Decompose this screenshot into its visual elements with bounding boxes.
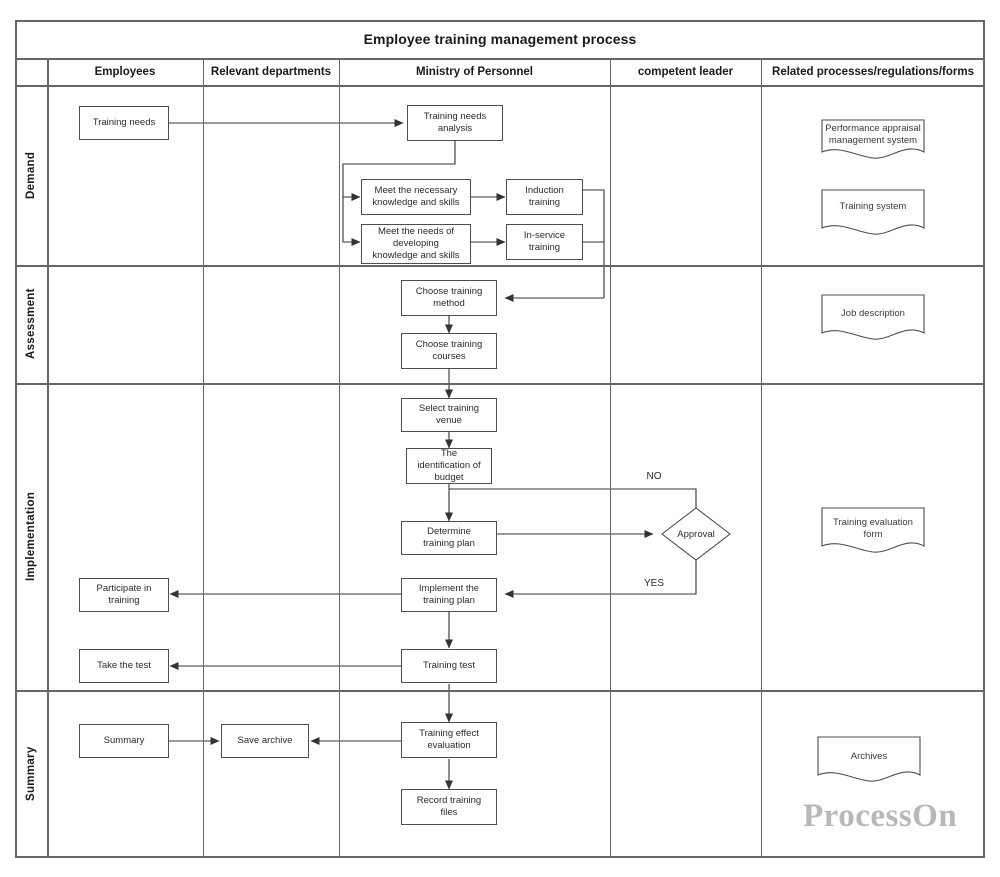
edge-approval-yes [504,550,697,598]
rule-lane-implementation-bottom [15,690,985,692]
node-summary[interactable]: Summary [79,724,169,758]
node-approval-label[interactable]: Approval [677,528,715,540]
document-shape-training-system [821,189,925,235]
diagram-frame [15,20,985,858]
rule-departments-right [339,58,340,858]
document-shape-job-description [821,294,925,340]
approval-decision-shape [661,507,731,561]
node-save-archive[interactable]: Save archive [221,724,309,758]
page-title: Employee training management process [363,31,637,47]
rule-lane-demand-bottom [15,265,985,267]
edge-label-yes: YES [643,577,664,589]
lane-label-implementation: Implementation [25,491,37,582]
node-training-needs[interactable]: Training needs [79,106,169,140]
rule-lane-assessment-bottom [15,383,985,385]
rule-header-bottom [15,85,985,87]
column-header-employees: Employees [94,65,156,78]
document-shape-performance-appraisal [821,119,925,159]
column-header-ministry-of-personnel: Ministry of Personnel [416,65,533,78]
rule-ministry-right [610,58,611,858]
edge-induction-merge [583,189,605,298]
rule-leader-right [761,58,762,858]
lane-label-assessment: Assessment [25,288,37,360]
edge-analysis-split-trunk [342,141,456,197]
column-header-competent-leader: competent leader [637,65,734,78]
column-header-related-processes: Related processes/regulations/forms [772,65,974,78]
node-take-the-test[interactable]: Take the test [79,649,169,683]
document-shape-training-evaluation-form [821,507,925,553]
processon-watermark: ProcessOn [803,798,958,834]
rule-lanecol-right [47,58,49,858]
lane-label-summary: Summary [25,746,37,802]
lane-label-demand: Demand [25,151,37,199]
edge-label-no: NO [646,470,662,482]
node-training-test[interactable]: Training test [401,649,497,683]
rule-employees-right [203,58,204,858]
rule-title-bottom [15,58,985,60]
edge-to-meet-developing [342,197,361,246]
document-shape-archives [817,736,921,782]
column-header-relevant-departments: Relevant departments [210,65,332,78]
